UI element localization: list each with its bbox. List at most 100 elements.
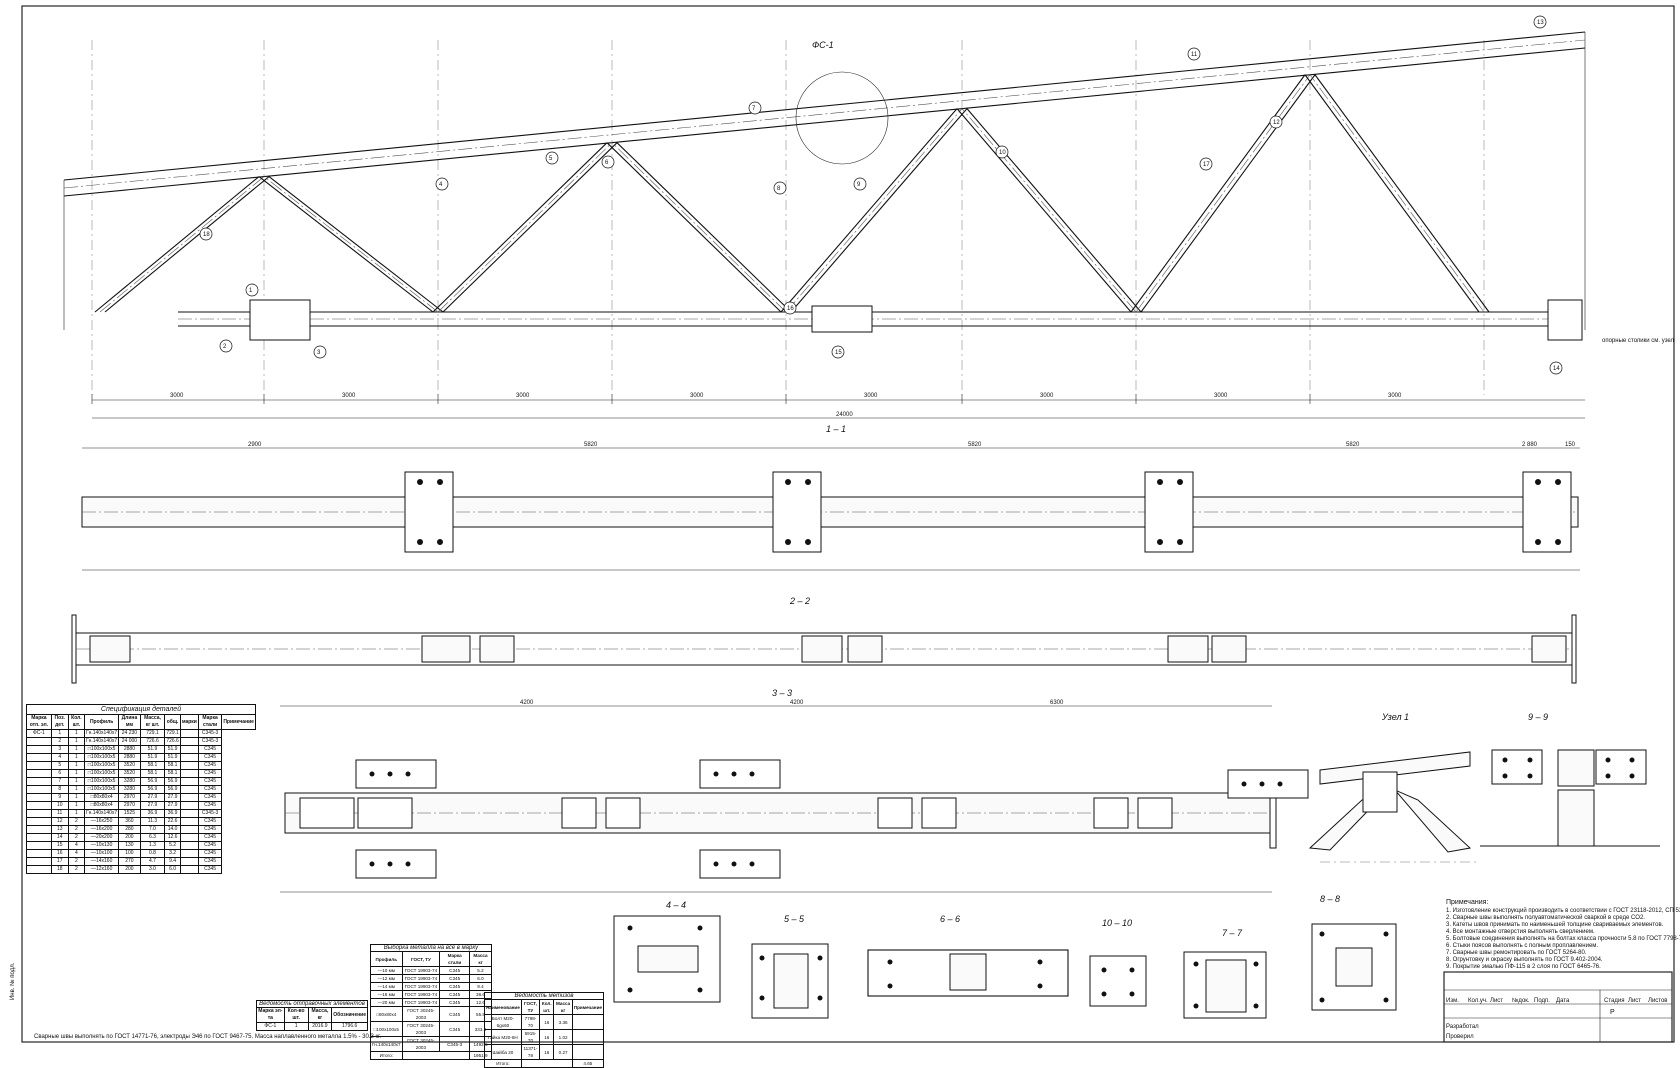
table-cell: 6.0 — [469, 974, 492, 983]
table-cell: 2 — [67, 833, 86, 842]
bolt — [1037, 959, 1043, 965]
table-cell: Гн.140х140х7 — [84, 729, 120, 738]
table-cell: 280 — [118, 825, 141, 834]
table-cell — [26, 785, 52, 794]
column-header: общ. — [164, 714, 181, 730]
s99-bolts — [1502, 757, 1635, 779]
table-cell: —20 мм — [370, 998, 403, 1007]
table-cell — [179, 809, 199, 818]
table-cell: С345 — [197, 769, 223, 778]
position-tag — [831, 345, 845, 359]
table-cell: —16 мм — [370, 990, 403, 999]
table-cell: 5.2 — [469, 966, 492, 975]
bolt — [731, 861, 737, 867]
bolt — [887, 983, 893, 989]
table-cell: 27.9 — [139, 793, 166, 802]
bolt — [1157, 479, 1163, 485]
s33-dim-label: 4200 — [520, 700, 534, 706]
node1-diagonal-right — [1394, 789, 1472, 853]
stamp-role: Разработал — [1446, 1024, 1479, 1030]
table-cell: —14х160 — [84, 857, 120, 866]
stamp-row-label: №док. — [1512, 997, 1530, 1004]
table-cell: 22.6 — [164, 817, 181, 826]
bolt — [437, 479, 443, 485]
s33-web-box — [561, 797, 597, 829]
table-cell: 51.9 — [164, 745, 181, 754]
main-dimension-label: 3000 — [516, 393, 530, 399]
bolt — [369, 771, 375, 777]
position-tag — [1187, 47, 1201, 61]
s33-web-box — [299, 797, 355, 829]
table-cell: 1 — [67, 753, 86, 762]
table-cell — [26, 833, 52, 842]
table-cell: С345 — [197, 833, 223, 842]
table-cell — [179, 841, 199, 850]
s33-web-box — [1137, 797, 1173, 829]
note-line: 4. Все монтажные отверстия выполнять све… — [1446, 929, 1595, 935]
table-cell — [26, 761, 52, 770]
table-cell: 3280 — [118, 777, 141, 786]
table-cell: 51.9 — [139, 745, 166, 754]
table-cell — [571, 1014, 605, 1030]
position-tag-number: 2 — [223, 344, 227, 350]
spec-table: Спецификация деталей Марка отп. эл.Поз. … — [26, 704, 256, 874]
table-cell: 27.9 — [164, 793, 181, 802]
table-cell: 2 — [50, 737, 69, 746]
s22-web-box — [847, 635, 883, 663]
s11-dim-label: 5820 — [968, 442, 982, 448]
table-cell: 1 — [67, 729, 86, 738]
position-tag-number: 5 — [549, 156, 553, 162]
table-cell — [26, 825, 52, 834]
table-cell: 12 — [50, 817, 69, 826]
table-cell: С345 — [197, 817, 223, 826]
table-cell: 726.6 — [164, 737, 181, 746]
column-header: Наименование — [484, 999, 522, 1015]
bolt — [1502, 773, 1508, 779]
column-header: ГОСТ, ТУ — [401, 951, 441, 967]
position-tag — [995, 145, 1009, 159]
bolt — [697, 987, 703, 993]
diagonal-axis — [263, 176, 439, 313]
table-cell: 7798-70 — [520, 1014, 541, 1030]
table-cell: 3.36 — [553, 1014, 573, 1030]
column-header: Масса, кг шт. — [139, 714, 166, 730]
s22-web-box — [1531, 635, 1567, 663]
table-cell: 27.9 — [139, 801, 166, 810]
table-cell: □100х100х5 — [84, 777, 120, 786]
diagonal-member — [790, 108, 968, 313]
position-tag — [545, 151, 559, 165]
table-cell: 4 — [67, 841, 86, 850]
diagonal-axis — [437, 142, 613, 313]
table-cell: 729.1 — [164, 729, 181, 738]
s99-chord — [1557, 749, 1595, 787]
table-cell: 1 — [50, 729, 69, 738]
table-cell: 6.3 — [139, 833, 166, 842]
note-line: 9. Покрытие эмалью ПФ-115 в 2 слоя по ГО… — [1446, 964, 1601, 970]
section-2-2-title: 2 – 2 — [789, 596, 810, 606]
position-tag-number: 13 — [1537, 20, 1544, 26]
position-tag — [435, 177, 449, 191]
position-tag — [1269, 115, 1283, 129]
bolt — [1555, 539, 1561, 545]
position-tag — [199, 227, 213, 241]
table-cell: □80х80х4 — [370, 1006, 403, 1022]
table-cell: 2970 — [118, 801, 141, 810]
table-cell: 2016.9 — [307, 1022, 333, 1031]
bolt — [1253, 961, 1259, 967]
diagonal-member — [606, 142, 782, 313]
column-header: Марка стали — [439, 951, 470, 967]
bolt — [1605, 757, 1611, 763]
bolt — [805, 479, 811, 485]
